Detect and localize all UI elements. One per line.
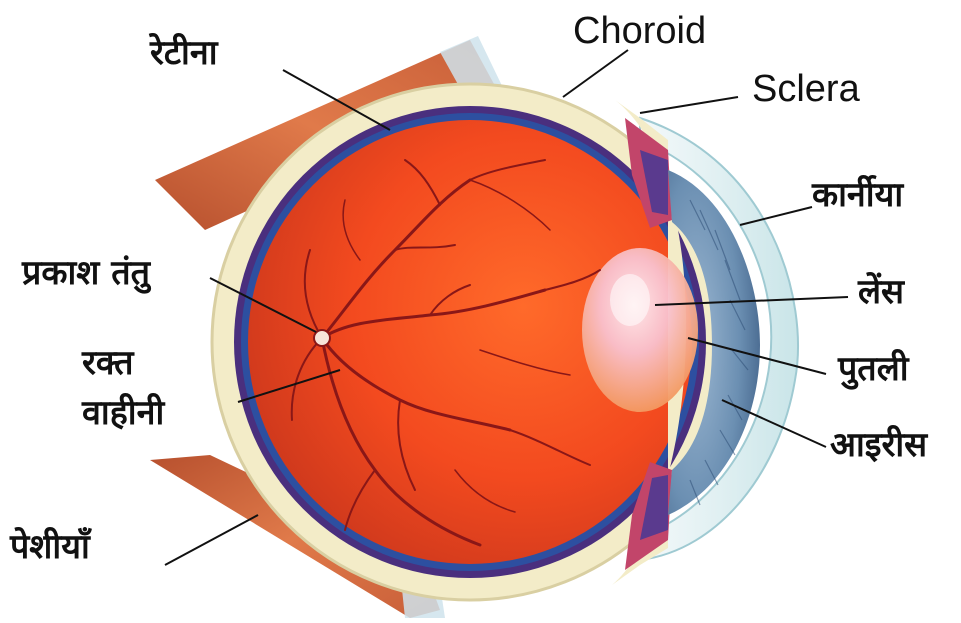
label-iris: आइरीस: [830, 428, 927, 462]
label-cornea: कार्नीया: [812, 178, 903, 212]
label-blood-vessels-line1: रक्त: [82, 346, 134, 380]
lens: [582, 248, 698, 412]
label-lens: लेंस: [858, 275, 904, 309]
label-optic-nerve: प्रकाश तंतु: [22, 256, 150, 290]
leader-sclera: [640, 97, 738, 113]
optic-disc: [314, 330, 330, 346]
label-muscles: पेशीयाँ: [10, 530, 90, 564]
label-pupil: पुतली: [838, 352, 909, 386]
leader-choroid: [563, 50, 628, 97]
label-choroid: Choroid: [573, 12, 706, 50]
label-retina: रेटीना: [150, 36, 218, 70]
leader-muscles: [165, 515, 258, 565]
label-sclera: Sclera: [752, 70, 860, 108]
label-blood-vessels-line2: वाहीनी: [82, 396, 164, 430]
